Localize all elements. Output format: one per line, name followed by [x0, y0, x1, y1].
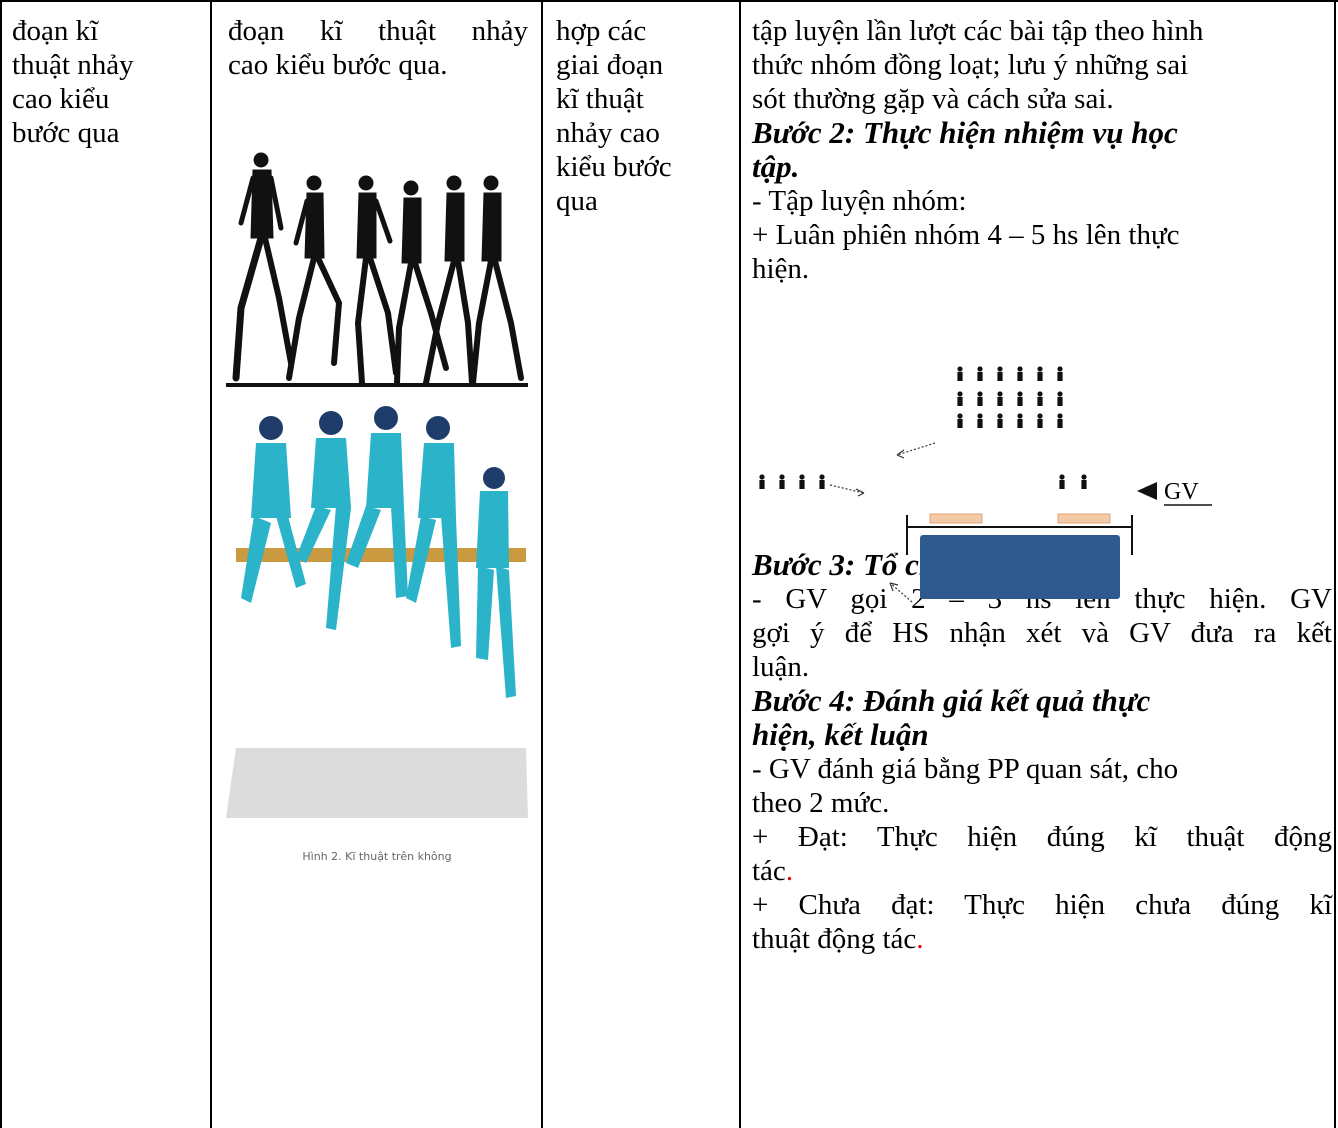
- col4-line: hiện.: [752, 253, 810, 285]
- table-divider-3: [739, 0, 741, 1128]
- group-formation-diagram: GV: [759, 366, 1212, 603]
- landing-pit: [920, 535, 1120, 599]
- col1-line: thuật nhảy: [12, 49, 134, 81]
- step4-title: hiện, kết luận: [752, 717, 929, 752]
- figure-caption: Hình 2. Kĩ thuật trên không: [302, 850, 451, 863]
- col3-line: kiểu bước: [556, 151, 672, 183]
- col3-content: hợp các giai đoạn kĩ thuật nhảy cao kiểu…: [556, 14, 731, 218]
- col4-line: gợi ý để HS nhận xét và GV đưa ra kết: [752, 617, 1332, 649]
- col1-line: đoạn kĩ: [12, 15, 99, 47]
- col1-line: bước qua: [12, 117, 120, 149]
- col3-line: giai đoạn: [556, 49, 664, 81]
- table-top-border: [0, 0, 1338, 2]
- col3-line: qua: [556, 185, 598, 217]
- col4-line: tác.: [752, 854, 1332, 888]
- waiting-students-icon: [759, 474, 825, 489]
- active-students-icon: [1059, 474, 1087, 489]
- mat-left: [929, 513, 983, 524]
- col4-line-text: thuật động tác: [752, 923, 917, 955]
- col4-line: - GV đánh giá bằng PP quan sát, cho: [752, 753, 1179, 785]
- jump-over-bar-figure: Hình 2. Kĩ thuật trên không: [226, 398, 528, 878]
- col1-content: đoạn kĩ thuật nhảy cao kiểu bước qua: [12, 14, 197, 150]
- col4-line: sót thường gặp và cách sửa sai.: [752, 83, 1114, 115]
- col2-content: đoạn kĩ thuật nhảy cao kiểu bước qua.: [228, 14, 528, 82]
- col3-line: nhảy cao: [556, 117, 660, 149]
- col3-line: hợp các: [556, 15, 647, 47]
- col4-line: + Luân phiên nhóm 4 – 5 hs lên thực: [752, 219, 1180, 251]
- gv-label: GV: [1164, 479, 1199, 505]
- mat-right: [1057, 513, 1111, 524]
- col2-line: đoạn kĩ thuật nhảy: [228, 15, 528, 47]
- col1-line: cao kiểu: [12, 83, 110, 115]
- student-group-icon: [957, 366, 1063, 428]
- running-sequence-figure: [226, 148, 528, 394]
- col4-line: - Tập luyện nhóm:: [752, 185, 967, 217]
- col4-line: luận.: [752, 651, 810, 683]
- col4-line: thức nhóm đồng loạt; lưu ý những sai: [752, 49, 1189, 81]
- col3-line: kĩ thuật: [556, 83, 644, 115]
- col4-line: + Chưa đạt: Thực hiện chưa đúng kĩ: [752, 889, 1332, 921]
- col2-line: cao kiểu bước qua.: [228, 49, 448, 81]
- table-divider-2: [541, 0, 543, 1128]
- step2-title: tập.: [752, 149, 800, 184]
- step2-title: Bước 2: Thực hiện nhiệm vụ học: [752, 115, 1178, 150]
- col4-line: tập luyện lần lượt các bài tập theo hình: [752, 15, 1204, 47]
- step4-title: Bước 4: Đánh giá kết quả thực: [752, 683, 1151, 718]
- teacher-arrow-icon: [1137, 482, 1157, 500]
- red-period: .: [785, 855, 794, 887]
- col4-line: thuật động tác.: [752, 922, 1332, 956]
- col4-line-text: tác: [752, 855, 786, 887]
- col4-line: theo 2 mức.: [752, 787, 890, 819]
- col4-line: + Đạt: Thực hiện đúng kĩ thuật động: [752, 821, 1332, 853]
- table-border-right: [1334, 0, 1336, 1128]
- table-divider-1: [210, 0, 212, 1128]
- red-period: .: [916, 923, 924, 955]
- table-border-left: [0, 0, 2, 1128]
